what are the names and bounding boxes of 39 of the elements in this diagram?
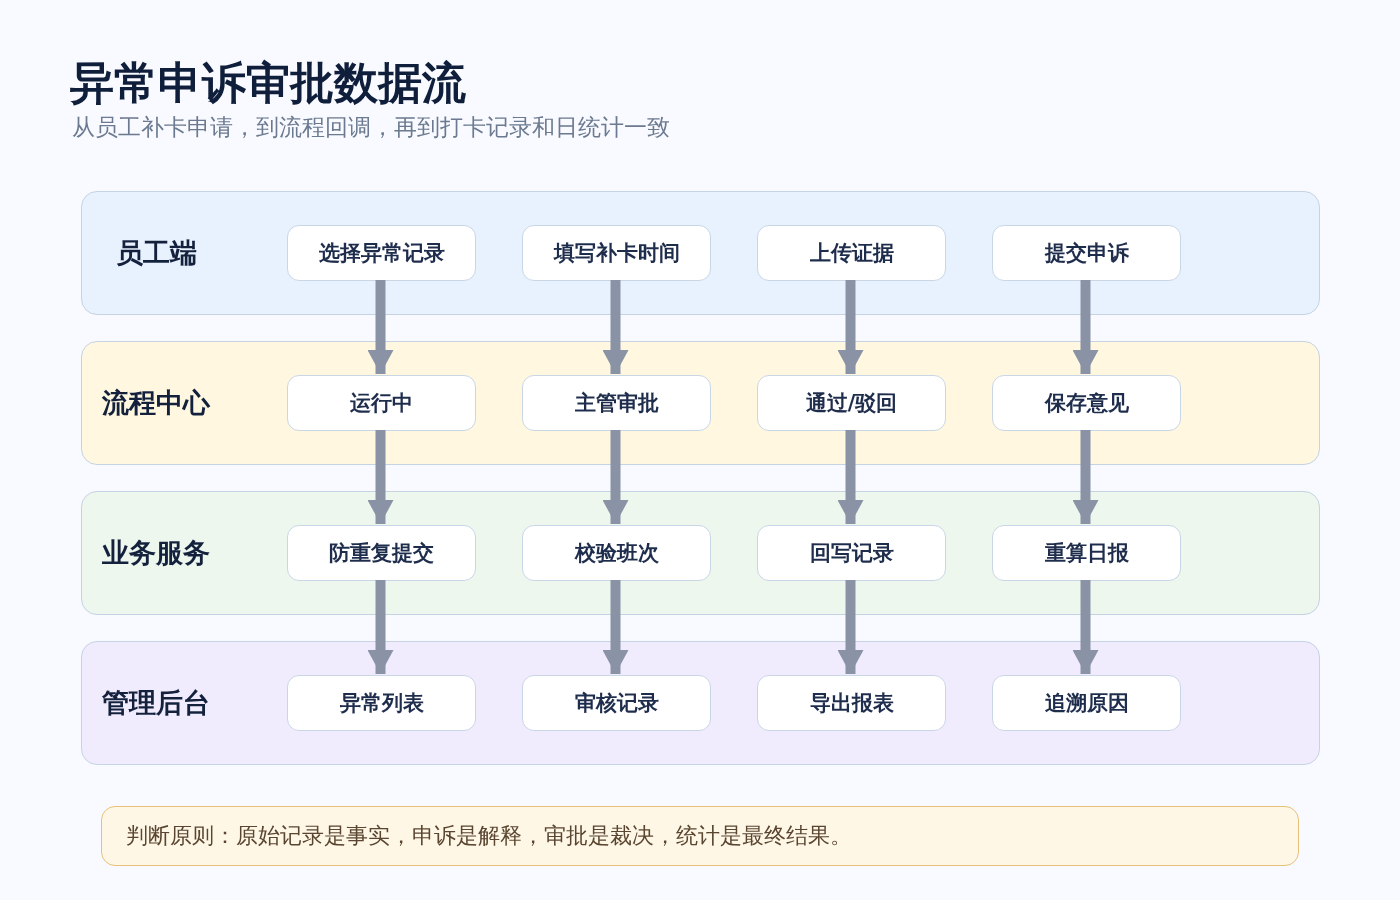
- arrow: [602, 580, 629, 674]
- subtitle: 从员工补卡申请，到流程回调，再到打卡记录和日统计一致: [72, 113, 670, 142]
- process-box: 防重复提交: [287, 525, 476, 581]
- swimlane: [81, 641, 1320, 765]
- process-box: 重算日报: [992, 525, 1181, 581]
- swimlane: [81, 491, 1320, 615]
- process-box: 回写记录: [757, 525, 946, 581]
- process-box: 上传证据: [757, 225, 946, 281]
- lane-label: 流程中心: [101, 386, 211, 420]
- arrow: [602, 280, 629, 374]
- arrow: [837, 430, 864, 524]
- title: 异常申诉审批数据流: [70, 56, 466, 110]
- process-box: 审核记录: [522, 675, 711, 731]
- process-box: 提交申诉: [992, 225, 1181, 281]
- process-box: 通过/驳回: [757, 375, 946, 431]
- process-box: 追溯原因: [992, 675, 1181, 731]
- process-box: 导出报表: [757, 675, 946, 731]
- arrow: [367, 430, 394, 524]
- process-box: 填写补卡时间: [522, 225, 711, 281]
- process-box: 主管审批: [522, 375, 711, 431]
- lane-label: 管理后台: [101, 686, 211, 720]
- process-box: 保存意见: [992, 375, 1181, 431]
- note-box: 判断原则：原始记录是事实，申诉是解释，审批是裁决，统计是最终结果。: [101, 806, 1299, 866]
- lane-label: 员工端: [114, 236, 198, 270]
- process-box: 校验班次: [522, 525, 711, 581]
- process-box: 选择异常记录: [287, 225, 476, 281]
- arrow: [367, 580, 394, 674]
- arrow: [1072, 580, 1099, 674]
- arrow: [1072, 280, 1099, 374]
- process-box: 运行中: [287, 375, 476, 431]
- lane-label: 业务服务: [101, 536, 211, 570]
- swimlane: [81, 191, 1320, 315]
- arrow: [602, 430, 629, 524]
- arrow: [837, 580, 864, 674]
- process-box: 异常列表: [287, 675, 476, 731]
- arrow: [367, 280, 394, 374]
- arrow: [837, 280, 864, 374]
- swimlane: [81, 341, 1320, 465]
- arrow: [1072, 430, 1099, 524]
